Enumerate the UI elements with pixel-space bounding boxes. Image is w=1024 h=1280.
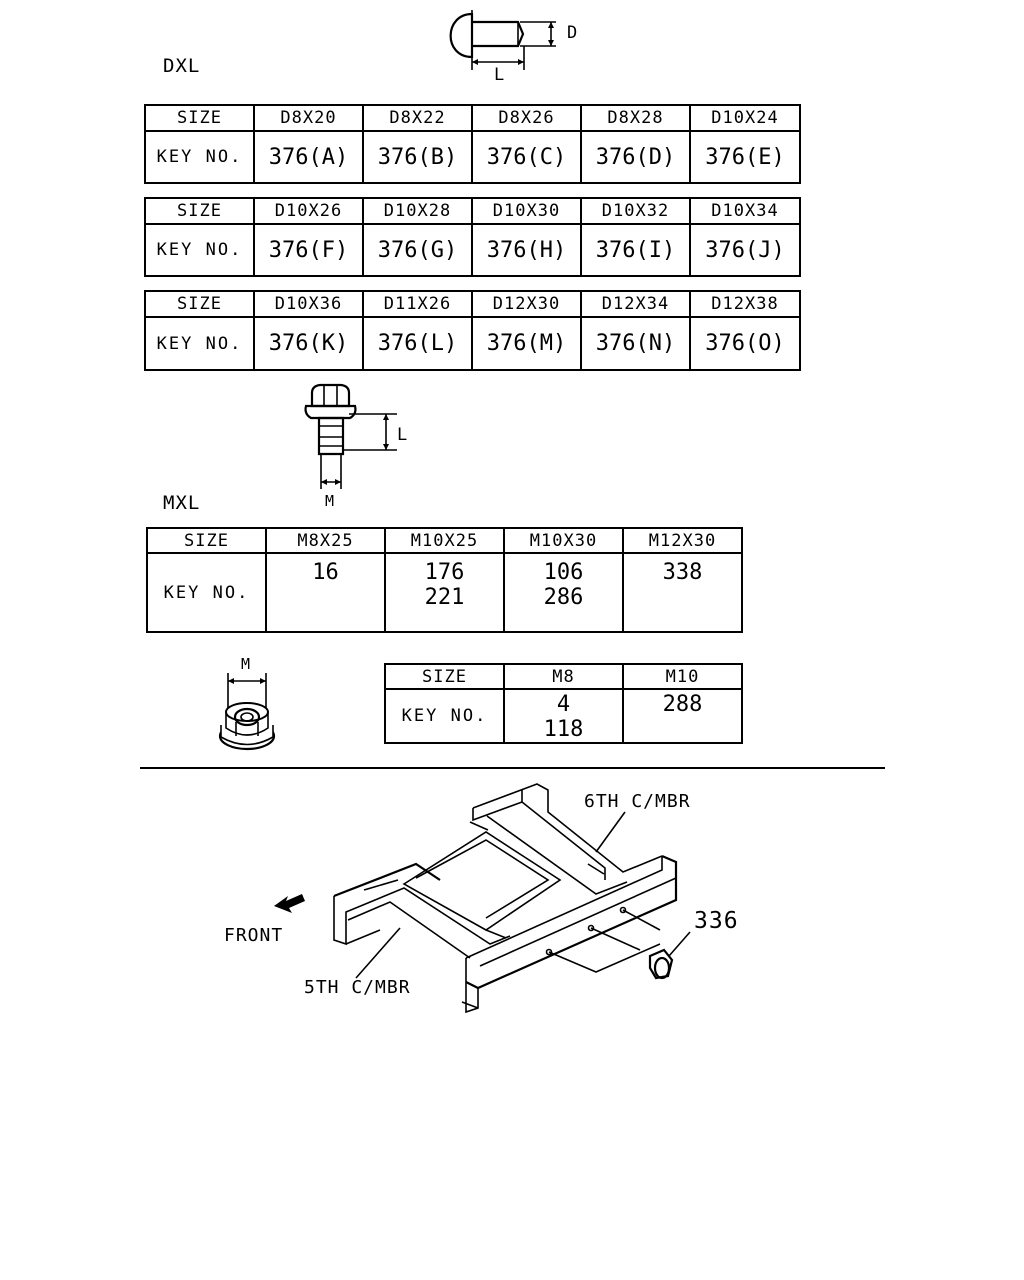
size-cell: M8 <box>503 663 624 690</box>
key-no-header: KEY NO. <box>384 688 505 744</box>
label-5th-crossmember: 5TH C/MBR <box>304 977 411 998</box>
key-cell: 376(L) <box>362 316 473 371</box>
key-no-header: KEY NO. <box>144 130 255 184</box>
size-cell: D10X34 <box>689 197 801 225</box>
size-cell: D8X22 <box>362 104 473 132</box>
section-divider <box>140 767 885 769</box>
mxl-title: MXL <box>163 492 201 514</box>
size-cell: M12X30 <box>622 527 743 554</box>
size-header: SIZE <box>144 197 255 225</box>
bolt-dimension-l: L <box>397 425 409 445</box>
size-header: SIZE <box>146 527 267 554</box>
dxl-table-2: SIZE D10X26 D10X28 D10X30 D10X32 D10X34 … <box>144 197 801 277</box>
dxl-table-3: SIZE D10X36 D11X26 D12X30 D12X34 D12X38 … <box>144 290 801 371</box>
dxl-title: DXL <box>163 55 201 77</box>
key-cell: 16 <box>265 552 386 633</box>
label-front: FRONT <box>224 925 284 946</box>
size-cell: D10X32 <box>580 197 691 225</box>
dxl-table-1: SIZE D8X20 D8X22 D8X26 D8X28 D10X24 KEY … <box>144 104 801 184</box>
key-cell: 376(J) <box>689 223 801 277</box>
size-cell: D10X26 <box>253 197 364 225</box>
key-cell: 376(D) <box>580 130 691 184</box>
size-header: SIZE <box>384 663 505 690</box>
size-cell: D10X28 <box>362 197 473 225</box>
key-cell: 376(I) <box>580 223 691 277</box>
size-cell: D8X26 <box>471 104 582 132</box>
mxl-table: SIZE M8X25 M10X25 M10X30 M12X30 KEY NO. … <box>146 527 743 633</box>
size-header: SIZE <box>144 290 255 318</box>
size-cell: M8X25 <box>265 527 386 554</box>
key-cell: 376(H) <box>471 223 582 277</box>
key-cell: 376(G) <box>362 223 473 277</box>
key-value: 221 <box>424 585 465 610</box>
key-value: 16 <box>312 560 339 585</box>
size-cell: D10X24 <box>689 104 801 132</box>
key-cell: 376(A) <box>253 130 364 184</box>
key-cell: 376(M) <box>471 316 582 371</box>
key-cell: 376(O) <box>689 316 801 371</box>
size-cell: D10X30 <box>471 197 582 225</box>
rivet-dimension-d: D <box>567 23 579 43</box>
key-cell: 376(F) <box>253 223 364 277</box>
key-value: 338 <box>662 560 703 585</box>
size-cell: M10X25 <box>384 527 505 554</box>
size-cell: D8X20 <box>253 104 364 132</box>
nut-dimension-m: M <box>241 655 252 673</box>
size-header: SIZE <box>144 104 255 132</box>
key-value: 118 <box>543 717 584 742</box>
size-cell: D8X28 <box>580 104 691 132</box>
label-6th-crossmember: 6TH C/MBR <box>584 791 691 812</box>
key-cell: 376(C) <box>471 130 582 184</box>
key-cell: 288 <box>622 688 743 744</box>
key-no-header: KEY NO. <box>144 223 255 277</box>
key-cell: 338 <box>622 552 743 633</box>
key-no-header: KEY NO. <box>144 316 255 371</box>
size-cell: D12X38 <box>689 290 801 318</box>
key-value: 176 <box>424 560 465 585</box>
key-value: 286 <box>543 585 584 610</box>
key-value: 288 <box>662 692 703 717</box>
key-cell: 376(B) <box>362 130 473 184</box>
size-cell: D12X34 <box>580 290 691 318</box>
size-cell: D12X30 <box>471 290 582 318</box>
size-cell: D11X26 <box>362 290 473 318</box>
key-value: 106 <box>543 560 584 585</box>
rivet-dimension-l: L <box>494 65 506 85</box>
key-cell: 376(E) <box>689 130 801 184</box>
size-cell: D10X36 <box>253 290 364 318</box>
bolt-dimension-m: M <box>325 492 336 510</box>
size-cell: M10 <box>622 663 743 690</box>
key-no-header: KEY NO. <box>146 552 267 633</box>
key-cell: 376(N) <box>580 316 691 371</box>
size-cell: M10X30 <box>503 527 624 554</box>
callout-336: 336 <box>694 908 739 934</box>
key-value: 4 <box>556 692 571 717</box>
key-cell: 376(K) <box>253 316 364 371</box>
